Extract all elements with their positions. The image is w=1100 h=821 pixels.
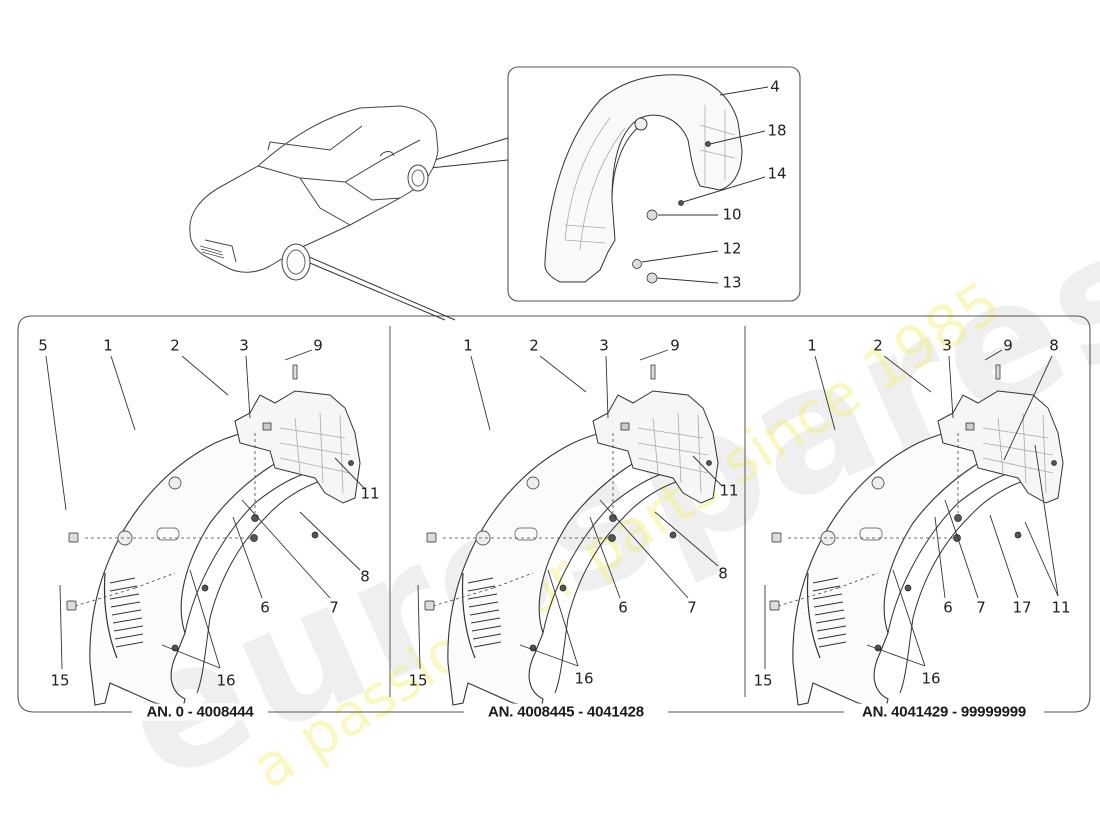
panel-1-leader-lines [45, 349, 365, 670]
callout-3: 3 [599, 336, 609, 355]
callout-8: 8 [360, 567, 370, 586]
callout-9: 9 [670, 336, 680, 355]
callout-14: 14 [767, 164, 787, 183]
callout-2: 2 [873, 336, 883, 355]
rear-leader-lines [641, 86, 769, 284]
callout-11: 11 [1051, 598, 1071, 617]
callout-3: 3 [942, 336, 952, 355]
callout-2: 2 [170, 336, 180, 355]
callout-1: 1 [807, 336, 817, 355]
callout-8: 8 [718, 564, 728, 583]
callout-7: 7 [329, 598, 339, 617]
range-label-panel-1: AN. 0 - 4008444 [140, 703, 260, 721]
callout-11: 11 [719, 481, 739, 500]
callout-15: 15 [50, 671, 70, 690]
callout-12: 12 [722, 239, 742, 258]
callout-11: 11 [360, 484, 380, 503]
callout-17: 17 [1012, 598, 1032, 617]
diagram-artwork [17, 66, 1091, 713]
rear-liner-illustration [544, 74, 769, 284]
front-liner-panel-2 [424, 364, 719, 709]
callout-16: 16 [921, 669, 941, 688]
panels-frame [17, 315, 1091, 713]
panel-3-leader-lines [764, 349, 1059, 669]
range-label-panel-3: AN. 4041429 - 99999999 [855, 703, 1033, 721]
callout-9: 9 [313, 336, 323, 355]
callout-5: 5 [38, 336, 48, 355]
callout-13: 13 [722, 273, 742, 292]
callout-15: 15 [753, 671, 773, 690]
panel-2-leader-lines [417, 349, 723, 670]
parts-diagram: eurospares a passion for parts since 198… [17, 66, 1100, 821]
callout-18: 18 [767, 121, 787, 140]
front-liner-panel-3 [769, 364, 1064, 709]
callout-1: 1 [463, 336, 473, 355]
front-liner-panel-1 [66, 364, 361, 709]
callout-10: 10 [722, 205, 742, 224]
callout-8: 8 [1049, 336, 1059, 355]
callout-7: 7 [976, 598, 986, 617]
range-label-panel-2: AN. 4008445 - 4041428 [482, 703, 650, 721]
callout-7: 7 [687, 598, 697, 617]
callout-2: 2 [529, 336, 539, 355]
callout-1: 1 [103, 336, 113, 355]
callout-6: 6 [260, 598, 270, 617]
car-leader-lines [297, 137, 509, 321]
car-overview-illustration [189, 105, 439, 281]
callout-3: 3 [239, 336, 249, 355]
callout-6: 6 [943, 598, 953, 617]
callout-16: 16 [216, 671, 236, 690]
callout-6: 6 [618, 598, 628, 617]
callout-15: 15 [408, 671, 428, 690]
callout-16: 16 [574, 669, 594, 688]
callout-4: 4 [770, 77, 780, 96]
callout-9: 9 [1003, 336, 1013, 355]
